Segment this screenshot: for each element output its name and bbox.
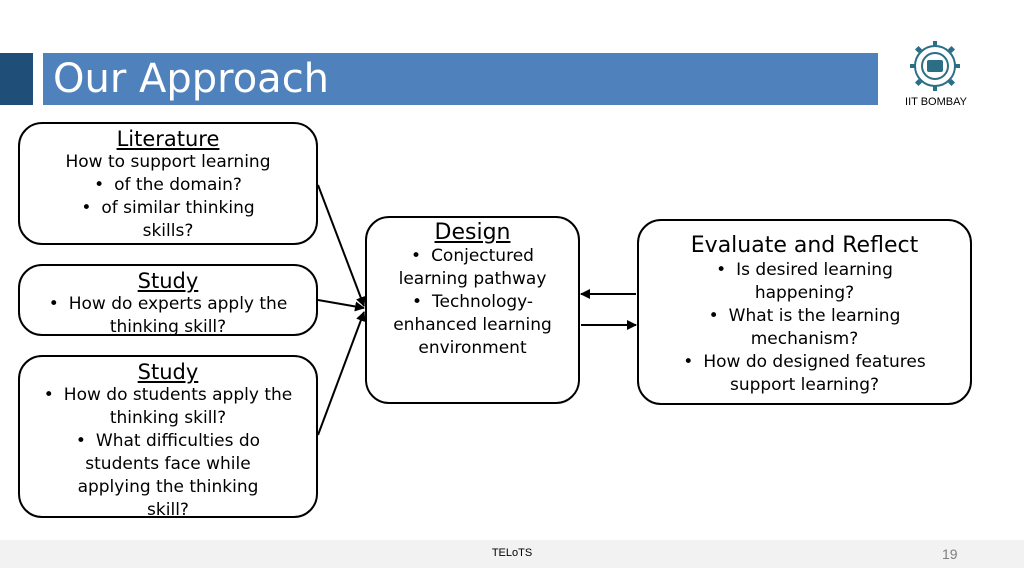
literature-box: Literature How to support learning •of t… [18, 122, 318, 245]
title-bar: Our Approach [43, 53, 878, 105]
study-experts-box: Study •How do experts apply the thinking… [18, 264, 318, 339]
literature-lead: How to support learning [65, 152, 271, 172]
bullet-item: •of similar thinking skills? [81, 198, 255, 241]
bullet-item: •How do experts apply the thinking skill… [48, 294, 288, 337]
arrow-literature-to-design [317, 184, 366, 307]
bullet-item: •What is the learning mechanism? [708, 306, 901, 349]
bullet-item: •Technology-enhanced learning environmen… [393, 292, 552, 358]
bullet-item: •Is desired learning happening? [716, 260, 893, 303]
study-students-box: Study •How do students apply the thinkin… [18, 355, 318, 520]
slide-title: Our Approach [53, 56, 330, 102]
study-experts-title: Study [137, 269, 199, 293]
evaluate-title: Evaluate and Reflect [690, 233, 919, 258]
bullet-item: •Conjectured learning pathway [398, 246, 547, 289]
title-bar-accent [0, 53, 33, 105]
literature-title: Literature [116, 127, 220, 151]
study-students-title: Study [137, 360, 199, 384]
org-label: IIT BOMBAY [905, 96, 967, 108]
page-number: 19 [942, 546, 958, 562]
iit-bombay-logo-icon [910, 41, 960, 91]
design-bullets: •Conjectured learning pathway •Technolog… [367, 245, 578, 360]
footer-label: TELoTS [491, 547, 533, 559]
design-title: Design [434, 220, 511, 245]
evaluate-bullets: •Is desired learning happening? •What is… [639, 259, 970, 397]
study-experts-bullets: •How do experts apply the thinking skill… [20, 293, 316, 339]
bullet-item: •What difficulties do students face whil… [75, 431, 261, 520]
bullet-item: •How do designed features support learni… [683, 352, 926, 395]
literature-bullets: •of the domain? •of similar thinking ski… [20, 174, 316, 243]
design-box: Design •Conjectured learning pathway •Te… [365, 216, 580, 404]
slide-footer: TELoTS 19 [0, 540, 1024, 568]
study-students-bullets: •How do students apply the thinking skil… [20, 384, 316, 522]
bullet-item: •of the domain? [94, 175, 242, 195]
arrow-study-students-to-design [317, 311, 366, 436]
arrow-study-experts-to-design [317, 299, 365, 312]
bullet-item: •How do students apply the thinking skil… [43, 385, 293, 428]
evaluate-reflect-box: Evaluate and Reflect •Is desired learnin… [637, 219, 972, 405]
